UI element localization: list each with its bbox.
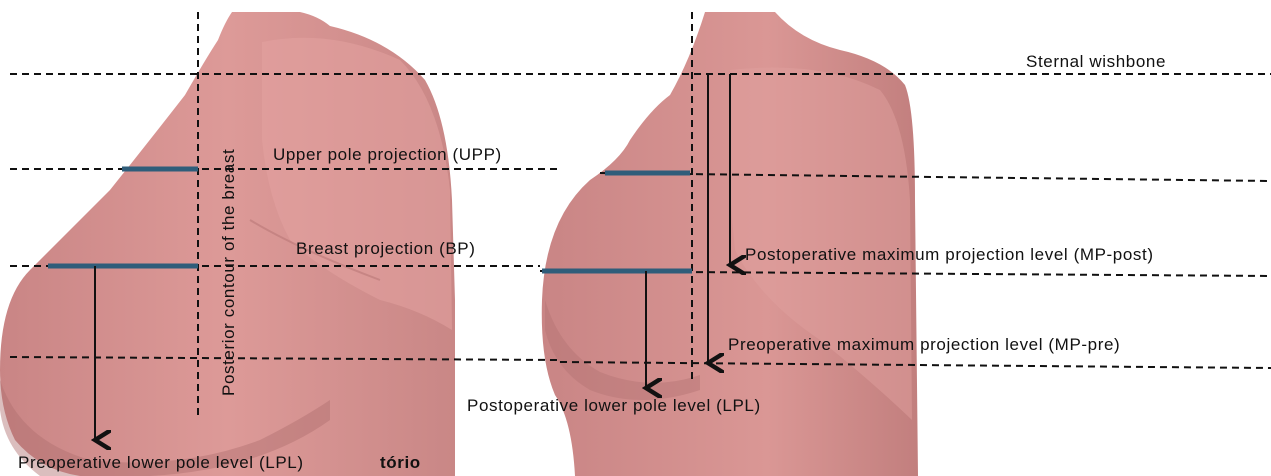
- posterior-contour-label: Posterior contour of the breast: [220, 149, 237, 396]
- watermark-fragment: tório: [380, 454, 421, 471]
- sternal-wishbone-label: Sternal wishbone: [1026, 53, 1166, 70]
- upper-pole-projection-label: Upper pole projection (UPP): [273, 146, 502, 163]
- mp-post-label: Postoperative maximum projection level (…: [745, 246, 1154, 263]
- breast-projection-label: Breast projection (BP): [296, 240, 476, 257]
- pre-lower-pole-label: Preoperative lower pole level (LPL): [18, 454, 304, 471]
- post-lower-pole-label: Postoperative lower pole level (LPL): [467, 397, 761, 414]
- mp-pre-label: Preoperative maximum projection level (M…: [728, 336, 1120, 353]
